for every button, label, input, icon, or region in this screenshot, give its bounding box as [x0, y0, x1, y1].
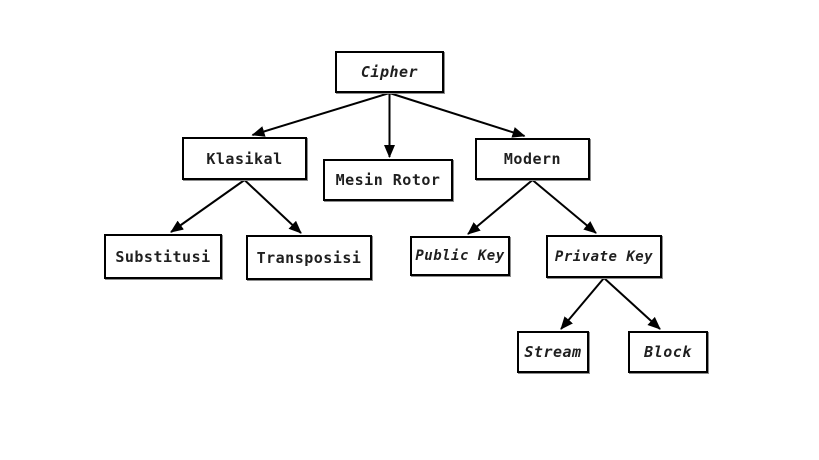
node-label: Mesin Rotor: [335, 171, 441, 189]
node-label: Cipher: [360, 63, 419, 81]
node-block: Block: [628, 331, 708, 373]
node-substitusi: Substitusi: [104, 234, 222, 279]
edge-group: [170, 92, 661, 330]
node-label: Modern: [503, 150, 562, 168]
node-label: Public Key: [415, 248, 505, 264]
edge-klasikal-to-transposisi: [243, 179, 302, 234]
node-label: Substitusi: [115, 247, 211, 266]
edge-cipher-to-modern: [389, 92, 526, 138]
node-label: Private Key: [554, 248, 654, 265]
edge-modern-to-private-key: [531, 179, 597, 234]
node-klasikal: Klasikal: [182, 137, 307, 180]
node-label: Klasikal: [206, 149, 283, 168]
node-label: Block: [644, 343, 692, 361]
edge-cipher-to-klasikal: [251, 92, 390, 137]
node-mesin-rotor: Mesin Rotor: [323, 159, 453, 201]
edge-modern-to-public-key: [467, 179, 534, 235]
edge-private-key-to-stream: [560, 277, 605, 330]
node-label: Transposisi: [256, 248, 362, 267]
node-public-key: Public Key: [410, 236, 510, 276]
node-label: Stream: [524, 343, 582, 361]
edge-klasikal-to-substitusi: [170, 179, 246, 233]
node-stream: Stream: [517, 331, 589, 373]
node-transposisi: Transposisi: [246, 235, 372, 280]
edge-private-key-to-block: [603, 277, 661, 330]
node-modern: Modern: [475, 138, 590, 180]
node-cipher: Cipher: [335, 51, 444, 93]
node-private-key: Private Key: [546, 235, 662, 278]
